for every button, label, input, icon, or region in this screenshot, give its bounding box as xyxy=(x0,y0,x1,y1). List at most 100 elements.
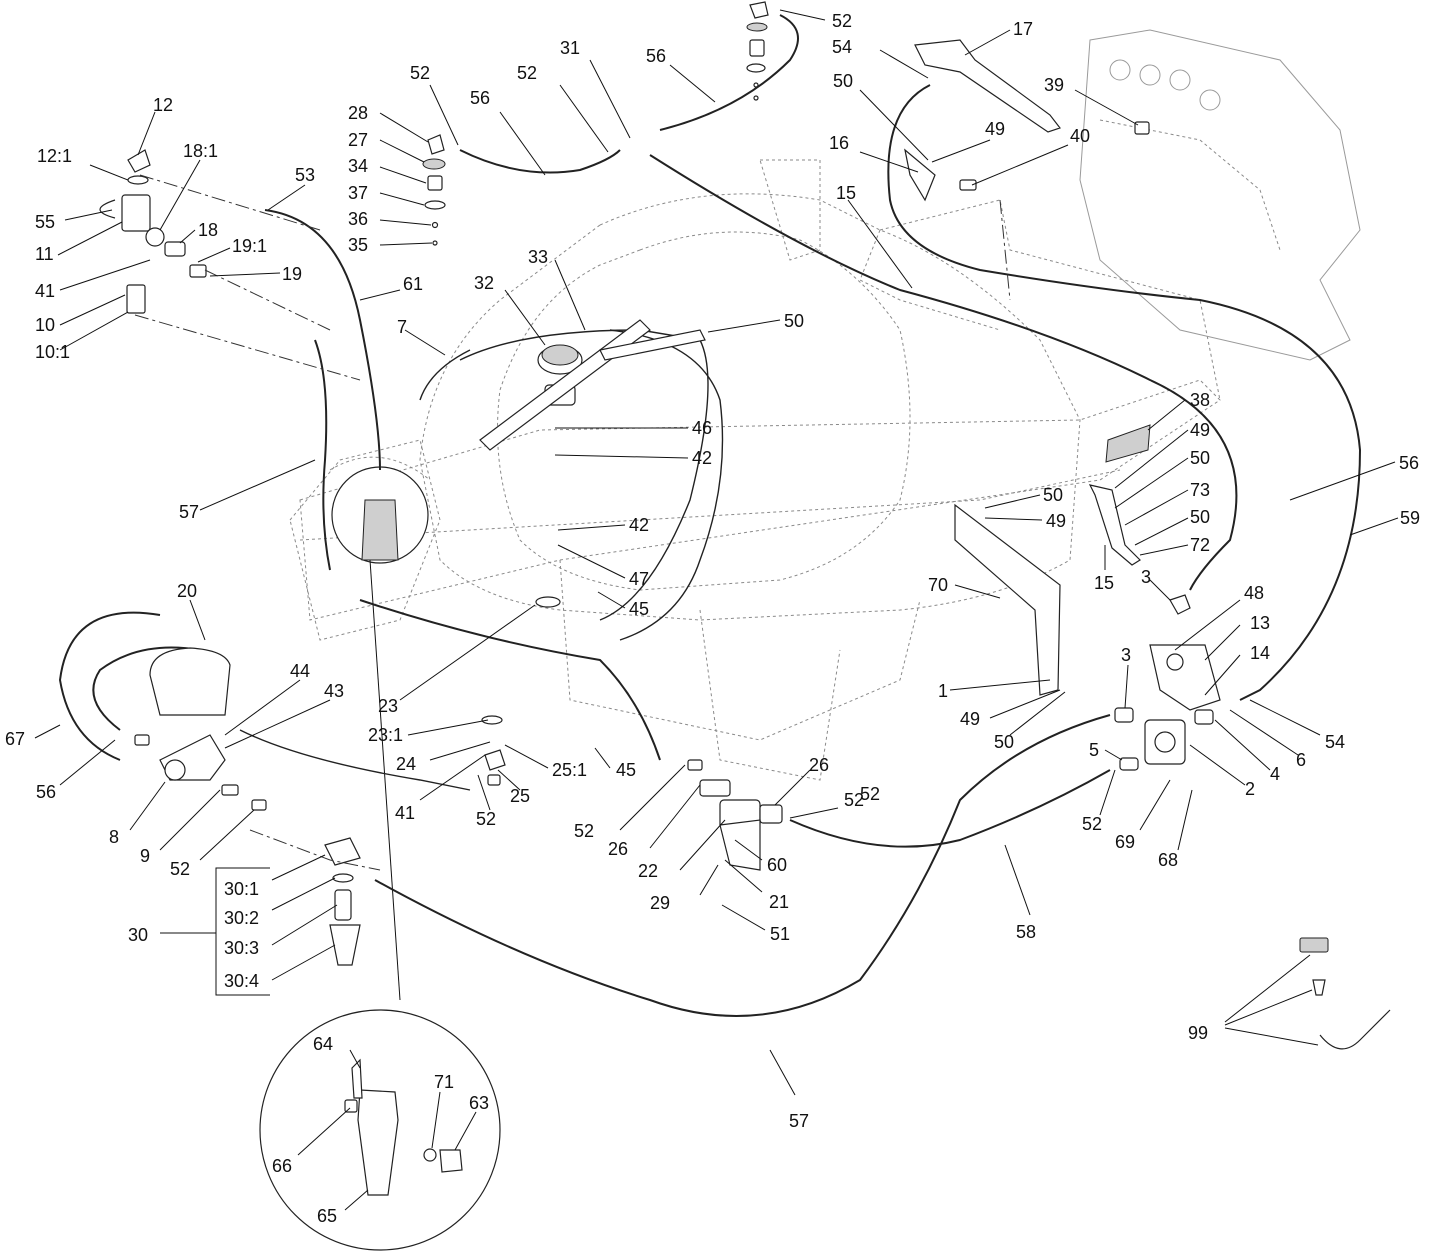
leader-lines xyxy=(34,9,1399,1211)
callout-label: 50 xyxy=(1190,448,1210,468)
center-lines xyxy=(134,174,1011,871)
callout-label: 52 xyxy=(860,784,880,804)
callout-label: 30 xyxy=(128,925,148,945)
detail-inset xyxy=(259,1009,501,1251)
callout-label: 39 xyxy=(1044,75,1064,95)
callout-label: 50 xyxy=(833,71,853,91)
callout-label: 50 xyxy=(994,732,1014,752)
callout-label: 32 xyxy=(474,273,494,293)
callout-label: 3 xyxy=(1121,645,1131,665)
callout-label: 56 xyxy=(1399,453,1419,473)
callout-label: 15 xyxy=(1094,573,1114,593)
callout-label: 15 xyxy=(836,183,856,203)
callout-label: 70 xyxy=(928,575,948,595)
callout-label: 68 xyxy=(1158,850,1178,870)
callout-label: 41 xyxy=(395,803,415,823)
callout-label: 41 xyxy=(35,281,55,301)
callout-label: 9 xyxy=(140,846,150,866)
callout-labels: 12 12:1 18:1 55 11 18 19:1 41 19 10 10:1… xyxy=(5,11,1420,1226)
callout-label: 60 xyxy=(767,855,787,875)
callout-label: 36 xyxy=(348,209,368,229)
callout-label: 52 xyxy=(410,63,430,83)
callout-label: 24 xyxy=(396,754,416,774)
callout-label: 23 xyxy=(378,696,398,716)
callout-label: 5 xyxy=(1089,740,1099,760)
callout-label: 18:1 xyxy=(183,141,218,161)
callout-label: 50 xyxy=(1043,485,1063,505)
hoses xyxy=(58,14,1362,1017)
callout-label: 57 xyxy=(179,502,199,522)
strainer-group-bracket xyxy=(215,867,270,996)
callout-label: 12:1 xyxy=(37,146,72,166)
callout-label: 31 xyxy=(560,38,580,58)
callout-label: 61 xyxy=(403,274,423,294)
callout-label: 58 xyxy=(1016,922,1036,942)
callout-label: 49 xyxy=(1190,420,1210,440)
callout-label: 29 xyxy=(650,893,670,913)
callout-label: 14 xyxy=(1250,643,1270,663)
callout-label: 56 xyxy=(470,88,490,108)
callout-label: 2 xyxy=(1245,779,1255,799)
callout-label: 59 xyxy=(1400,508,1420,528)
callout-label: 8 xyxy=(109,827,119,847)
callout-label: 30:3 xyxy=(224,938,259,958)
callout-label: 52 xyxy=(517,63,537,83)
callout-label: 10 xyxy=(35,315,55,335)
callout-label: 33 xyxy=(528,247,548,267)
callout-label: 21 xyxy=(769,892,789,912)
callout-label: 17 xyxy=(1013,19,1033,39)
callout-label: 35 xyxy=(348,235,368,255)
callout-label: 71 xyxy=(434,1072,454,1092)
callout-label: 52 xyxy=(574,821,594,841)
parts xyxy=(99,1,1391,1050)
callout-label: 25 xyxy=(510,786,530,806)
callout-label: 34 xyxy=(348,156,368,176)
callout-label: 30:4 xyxy=(224,971,259,991)
callout-label: 6 xyxy=(1296,750,1306,770)
callout-label: 55 xyxy=(35,212,55,232)
callout-label: 50 xyxy=(784,311,804,331)
callout-label: 50 xyxy=(1190,507,1210,527)
callout-label: 1 xyxy=(938,681,948,701)
callout-label: 44 xyxy=(290,661,310,681)
callout-label: 48 xyxy=(1244,583,1264,603)
callout-label: 45 xyxy=(616,760,636,780)
callout-label: 53 xyxy=(295,165,315,185)
callout-label: 52 xyxy=(1082,814,1102,834)
callout-label: 49 xyxy=(1046,511,1066,531)
callout-label: 22 xyxy=(638,861,658,881)
callout-label: 12 xyxy=(153,95,173,115)
callout-label: 52 xyxy=(832,11,852,31)
pump-area-sketch xyxy=(329,456,431,1001)
callout-label: 52 xyxy=(844,790,864,810)
callout-label: 30:2 xyxy=(224,908,259,928)
callout-label: 23:1 xyxy=(368,725,403,745)
callout-label: 54 xyxy=(832,37,852,57)
callout-label: 38 xyxy=(1190,390,1210,410)
callout-label: 49 xyxy=(960,709,980,729)
callout-label: 10:1 xyxy=(35,342,70,362)
callout-label: 56 xyxy=(36,782,56,802)
callout-label: 54 xyxy=(1325,732,1345,752)
callout-label: 52 xyxy=(476,809,496,829)
callout-label: 7 xyxy=(397,317,407,337)
callout-label: 19 xyxy=(282,264,302,284)
callout-label: 56 xyxy=(646,46,666,66)
callout-label: 73 xyxy=(1190,480,1210,500)
callout-label: 69 xyxy=(1115,832,1135,852)
callout-label: 47 xyxy=(629,569,649,589)
callout-label: 63 xyxy=(469,1093,489,1113)
callout-label: 4 xyxy=(1270,764,1280,784)
callout-label: 25:1 xyxy=(552,760,587,780)
callout-label: 42 xyxy=(692,448,712,468)
callout-label: 28 xyxy=(348,103,368,123)
callout-label: 26 xyxy=(809,755,829,775)
callout-label: 27 xyxy=(348,130,368,150)
callout-label: 18 xyxy=(198,220,218,240)
callout-label: 16 xyxy=(829,133,849,153)
callout-label: 11 xyxy=(35,244,54,264)
callout-label: 37 xyxy=(348,183,368,203)
tank-and-frame-outline xyxy=(289,29,1361,781)
